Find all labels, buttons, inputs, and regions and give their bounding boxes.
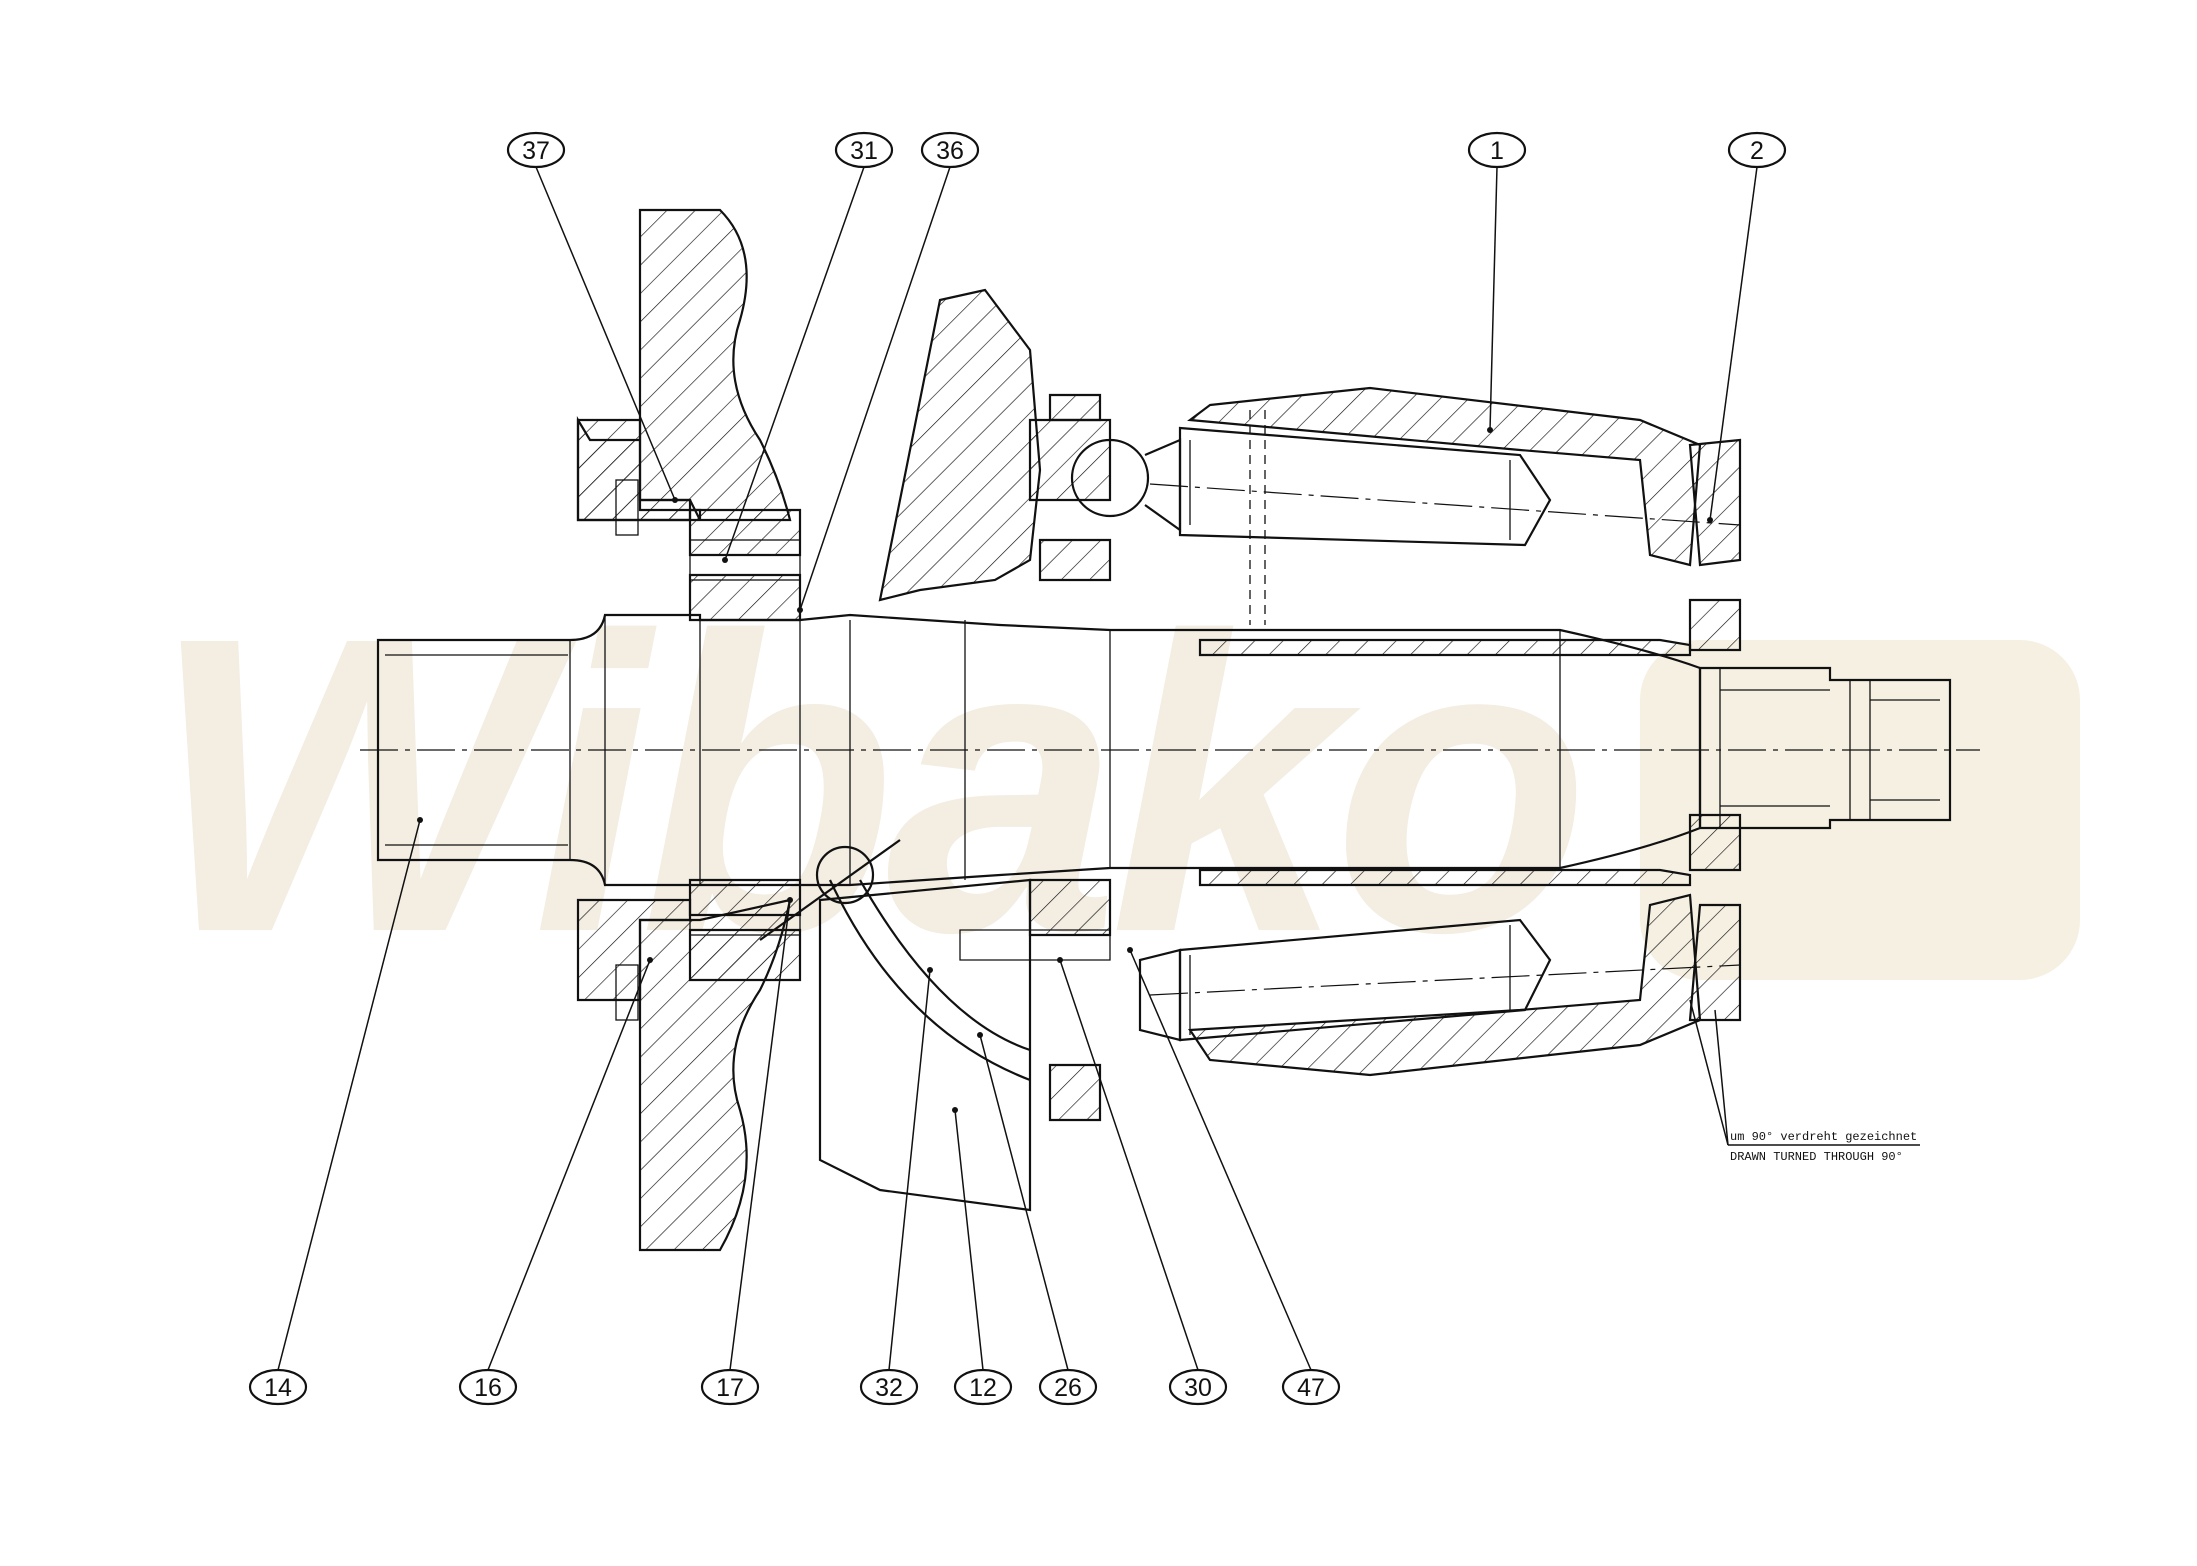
note-english: DRAWN TURNED THROUGH 90° xyxy=(1730,1150,1903,1164)
mounting-flange xyxy=(576,208,792,1252)
balloon-label-47: 47 xyxy=(1297,1374,1325,1402)
retaining-plate xyxy=(759,839,1111,1212)
balloon-30: 30 xyxy=(1168,1368,1228,1406)
balloon-label-14: 14 xyxy=(264,1374,292,1402)
balloon-26: 26 xyxy=(1038,1368,1098,1406)
leader-17 xyxy=(729,899,791,1371)
balloon-31: 31 xyxy=(834,131,894,169)
leader-12 xyxy=(954,1109,984,1371)
note-german: um 90° verdreht gezeichnet xyxy=(1730,1130,1917,1144)
balloon-14: 14 xyxy=(248,1368,308,1406)
leader-lines xyxy=(277,166,1758,1371)
balloon-2: 2 xyxy=(1727,131,1787,169)
center-lines xyxy=(360,410,1980,996)
balloon-32: 32 xyxy=(859,1368,919,1406)
leader-31 xyxy=(724,166,865,561)
balloon-12: 12 xyxy=(953,1368,1013,1406)
leader-1 xyxy=(1489,166,1498,431)
leader-dot-26 xyxy=(977,1032,983,1038)
leader-dot-1 xyxy=(1487,427,1493,433)
leader-16 xyxy=(487,959,651,1371)
piston-top xyxy=(1070,426,1552,547)
balloon-label-30: 30 xyxy=(1184,1374,1212,1402)
leader-dot-47 xyxy=(1127,947,1133,953)
leader-30 xyxy=(1059,959,1199,1371)
leader-dot-2 xyxy=(1707,517,1713,523)
balloon-label-1: 1 xyxy=(1490,137,1504,165)
balloon-36: 36 xyxy=(920,131,980,169)
balloon-47: 47 xyxy=(1281,1368,1341,1406)
balloon-label-2: 2 xyxy=(1750,137,1764,165)
leader-47 xyxy=(1129,949,1312,1371)
balloon-label-32: 32 xyxy=(875,1374,903,1402)
leader-dot-36 xyxy=(797,607,803,613)
watermark-logo: Wibako xyxy=(150,551,2080,1020)
balloon-16: 16 xyxy=(458,1368,518,1406)
leader-dot-17 xyxy=(787,897,793,903)
balloon-label-26: 26 xyxy=(1054,1374,1082,1402)
leader-dot-16 xyxy=(647,957,653,963)
leader-14 xyxy=(277,819,421,1371)
watermark-badge xyxy=(1640,640,2080,980)
note-leader-2 xyxy=(1714,1009,1729,1146)
rotation-note: um 90° verdreht gezeichnet DRAWN TURNED … xyxy=(1728,1130,1920,1164)
swash-plate xyxy=(878,288,1112,1122)
leader-dot-32 xyxy=(927,967,933,973)
leader-26 xyxy=(979,1034,1069,1371)
balloon-label-31: 31 xyxy=(850,137,878,165)
balloon-label-12: 12 xyxy=(969,1374,997,1402)
balloon-label-17: 17 xyxy=(716,1374,744,1402)
watermark-text: Wibako xyxy=(150,551,1583,1020)
note-leader-1 xyxy=(1689,999,1729,1146)
leader-dot-37 xyxy=(672,497,678,503)
piston-bottom xyxy=(1138,918,1552,1042)
bearing-rings xyxy=(615,479,802,1021)
balloon-37: 37 xyxy=(506,131,566,169)
leader-32 xyxy=(888,969,931,1371)
leader-dot-14 xyxy=(417,817,423,823)
balloon-label-16: 16 xyxy=(474,1374,502,1402)
leader-dot-30 xyxy=(1057,957,1063,963)
leader-dot-31 xyxy=(722,557,728,563)
balloon-label-36: 36 xyxy=(936,137,964,165)
balloon-1: 1 xyxy=(1467,131,1527,169)
leader-dot-12 xyxy=(952,1107,958,1113)
leader-37 xyxy=(535,166,676,501)
leader-2 xyxy=(1709,166,1758,521)
balloon-label-37: 37 xyxy=(522,137,550,165)
leader-36 xyxy=(799,166,951,611)
balloon-17: 17 xyxy=(700,1368,760,1406)
